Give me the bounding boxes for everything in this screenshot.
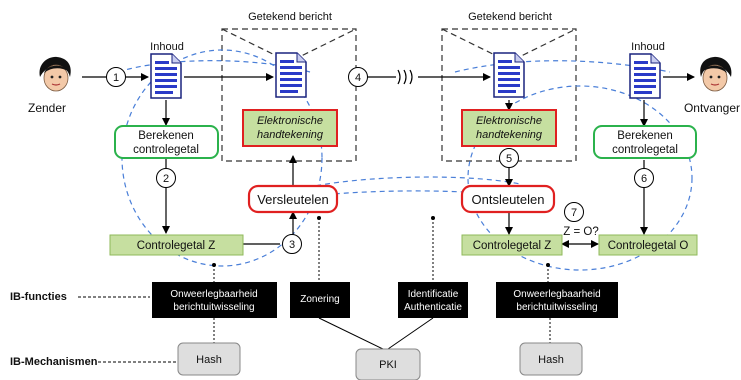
receiver-face-icon <box>699 56 733 92</box>
compare-label: Z = O? <box>563 226 598 238</box>
svg-text:Ontsleutelen: Ontsleutelen <box>472 192 545 207</box>
hash-left-box: Hash <box>177 342 241 376</box>
receiver-label: Ontvanger <box>684 101 740 115</box>
sender-label: Zender <box>28 101 66 115</box>
non-repudiation-left-box: Onweerlegbaarheid berichtuitwisseling <box>152 282 277 318</box>
ib-functions-label: IB-functies <box>10 291 67 303</box>
non-repudiation-right-box: Onweerlegbaarheid berichtuitwisseling <box>496 282 618 318</box>
checksum-z-left-box: Controlegetal Z <box>109 234 244 256</box>
svg-text:7: 7 <box>571 207 577 219</box>
signature-right-box: Elektronische handtekening <box>461 109 557 147</box>
svg-text:Controlegetal Z: Controlegetal Z <box>473 240 552 252</box>
svg-text:1: 1 <box>113 72 119 84</box>
svg-text:Berekenen: Berekenen <box>617 130 673 142</box>
svg-text:Elektronische: Elektronische <box>257 115 323 127</box>
step-5: 5 <box>499 148 519 168</box>
flow-arrows <box>82 73 695 248</box>
signed-document-left-icon <box>275 52 307 98</box>
content-document-left-icon <box>150 53 182 99</box>
step-4: 4 <box>348 67 368 87</box>
svg-text:Zonering: Zonering <box>300 294 339 305</box>
zoning-box: Zonering <box>290 282 350 318</box>
pki-box: PKI <box>355 348 421 380</box>
sender-face-icon <box>38 56 72 92</box>
content-right-header: Inhoud <box>631 41 665 53</box>
svg-text:berichtuitwisseling: berichtuitwisseling <box>516 302 597 313</box>
signed-message-left-header: Getekend bericht <box>248 11 332 23</box>
svg-text:2: 2 <box>163 173 169 185</box>
svg-text:berichtuitwisseling: berichtuitwisseling <box>173 302 254 313</box>
signed-document-right-icon <box>493 52 525 98</box>
signed-message-right-header: Getekend bericht <box>468 11 552 23</box>
step-7: 7 <box>564 202 584 222</box>
step-1: 1 <box>106 67 126 87</box>
svg-text:Versleutelen: Versleutelen <box>257 192 329 207</box>
svg-text:controlegetal: controlegetal <box>133 144 199 156</box>
identification-authentication-box: Identificatie Authenticatie <box>398 282 468 318</box>
svg-text:handtekening: handtekening <box>476 129 543 141</box>
step-2: 2 <box>156 168 176 188</box>
checksum-z-right-box: Controlegetal Z <box>461 234 563 256</box>
svg-text:4: 4 <box>355 72 361 84</box>
svg-text:controlegetal: controlegetal <box>612 144 678 156</box>
pki-connectors <box>318 317 434 350</box>
signature-left-box: Elektronische handtekening <box>242 109 338 147</box>
step-3: 3 <box>282 234 302 254</box>
svg-text:5: 5 <box>506 153 512 165</box>
svg-text:Controlegetal Z: Controlegetal Z <box>137 240 216 252</box>
svg-text:Authenticatie: Authenticatie <box>404 302 462 313</box>
svg-text:Hash: Hash <box>538 354 564 366</box>
svg-text:3: 3 <box>289 239 295 251</box>
svg-text:Berekenen: Berekenen <box>138 130 194 142</box>
svg-text:Onweerlegbaarheid: Onweerlegbaarheid <box>170 289 257 300</box>
svg-text:PKI: PKI <box>379 359 397 371</box>
svg-text:handtekening: handtekening <box>257 129 324 141</box>
hash-right-box: Hash <box>519 342 583 376</box>
svg-text:6: 6 <box>641 173 647 185</box>
layer-connectors <box>213 218 551 343</box>
compute-checksum-right-box: Berekenen controlegetal <box>593 125 697 159</box>
svg-text:Onweerlegbaarheid: Onweerlegbaarheid <box>513 289 600 300</box>
encrypt-box: Versleutelen <box>247 184 339 214</box>
checksum-o-box: Controlegetal O <box>598 234 698 256</box>
junction-dots <box>212 216 550 267</box>
compute-checksum-left-box: Berekenen controlegetal <box>114 125 219 159</box>
svg-text:Elektronische: Elektronische <box>476 115 542 127</box>
decrypt-box: Ontsleutelen <box>460 184 556 214</box>
content-document-right-icon <box>629 53 661 99</box>
svg-text:Controlegetal O: Controlegetal O <box>608 240 689 252</box>
svg-text:Identificatie: Identificatie <box>408 289 459 300</box>
transmission-break-icon <box>397 69 413 85</box>
content-left-header: Inhoud <box>150 41 184 53</box>
ib-mechanisms-label: IB-Mechanismen <box>10 356 98 368</box>
step-6: 6 <box>634 168 654 188</box>
svg-text:Hash: Hash <box>196 354 222 366</box>
